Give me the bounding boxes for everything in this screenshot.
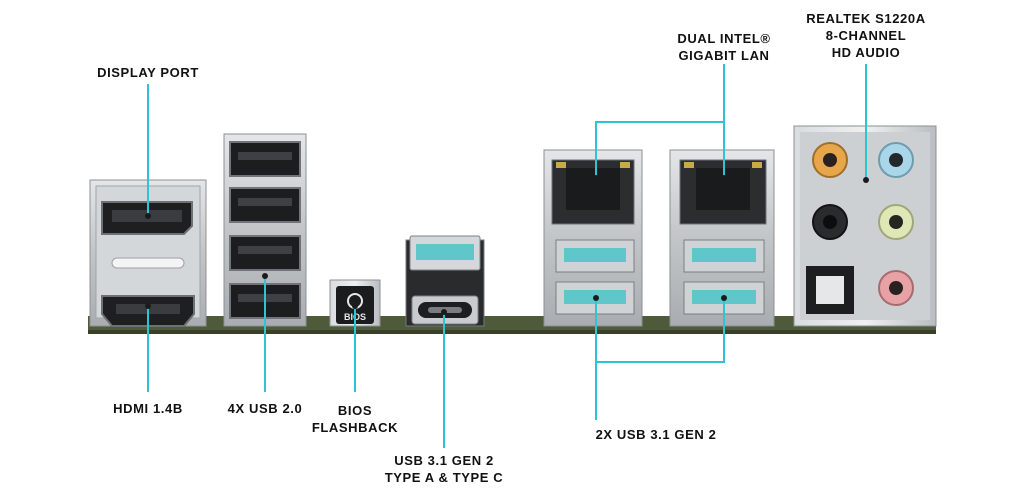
leader-dot-bios [352,303,358,309]
leader-dot-usb31-1 [593,295,599,301]
label-usb20: 4X USB 2.0 [227,401,303,416]
label-realtek-audio: REALTEK S1220A 8-CHANNEL HD AUDIO [806,11,926,60]
leader-usb31-2x [595,298,725,363]
label-usb31-2x: 2X USB 3.1 GEN 2 [595,427,717,442]
leader-lan [595,121,725,178]
leader-dot-lan-2 [721,175,727,181]
leader-dot-lan-1 [593,175,599,181]
leader-dot-hdmi [145,303,151,309]
lan-usb-block-1 [543,149,643,327]
label-bios-flashback: BIOS FLASHBACK [311,403,399,435]
pcb-board-edge [88,330,936,334]
leader-dot-usb31-2 [721,295,727,301]
leader-lines [147,64,867,448]
label-dual-intel-lan: DUAL INTEL® GIGABIT LAN [677,31,771,63]
leader-dot-usb31-ac [441,309,447,315]
leader-dot-display-port [145,213,151,219]
label-display-port: DISPLAY PORT [97,65,199,80]
label-hdmi: HDMI 1.4B [113,401,183,416]
optical-spdif-port [806,266,854,314]
leader-dot-usb20 [262,273,268,279]
lan-usb-block-2 [669,149,775,327]
leader-dot-audio [863,177,869,183]
label-usb31-typea-typec: USB 3.1 GEN 2 TYPE A & TYPE C [384,453,504,485]
